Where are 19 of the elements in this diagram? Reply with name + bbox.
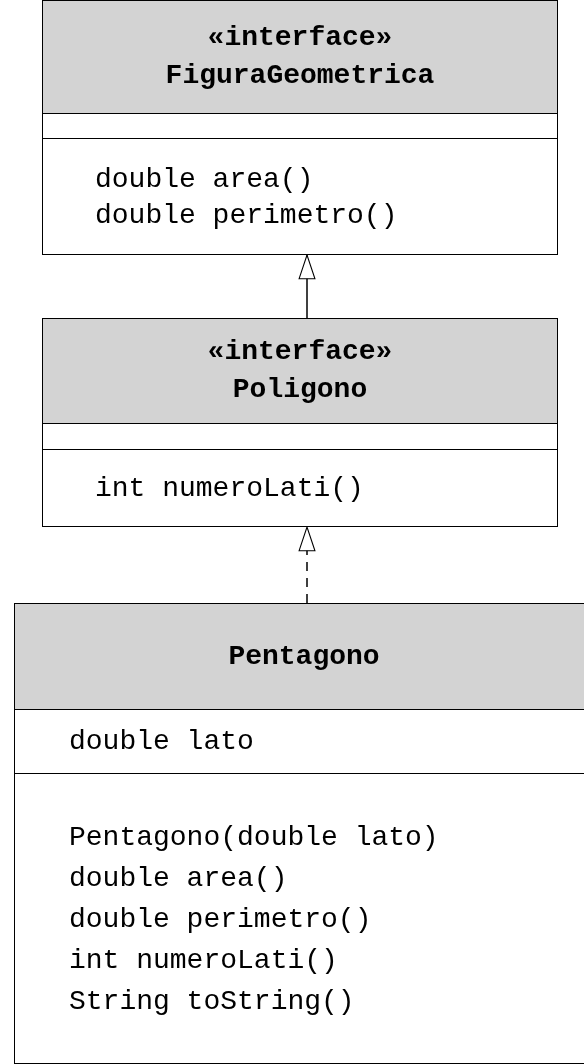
inheritance-arrow	[298, 254, 316, 319]
stereotype-label: «interface»	[207, 21, 393, 55]
method-text: int numeroLati()	[69, 944, 339, 978]
method-text: double area()	[95, 162, 315, 197]
class-box	[14, 603, 584, 1064]
class-name: FiguraGeometrica	[165, 59, 435, 93]
class-name: Pentagono	[228, 639, 380, 674]
class-box	[42, 0, 558, 255]
class-box	[42, 318, 558, 527]
class-name: Poligono	[232, 373, 368, 407]
method-text: int numeroLati()	[95, 472, 365, 506]
method-text: String toString()	[69, 985, 356, 1019]
method-text: double perimetro()	[95, 198, 399, 233]
stereotype-label: «interface»	[207, 335, 393, 369]
method-text: double area()	[69, 862, 289, 896]
realization-arrow	[298, 526, 316, 604]
method-text: double perimetro()	[69, 903, 373, 937]
attribute-text: double lato	[69, 725, 255, 759]
method-text: Pentagono(double lato)	[69, 821, 440, 855]
